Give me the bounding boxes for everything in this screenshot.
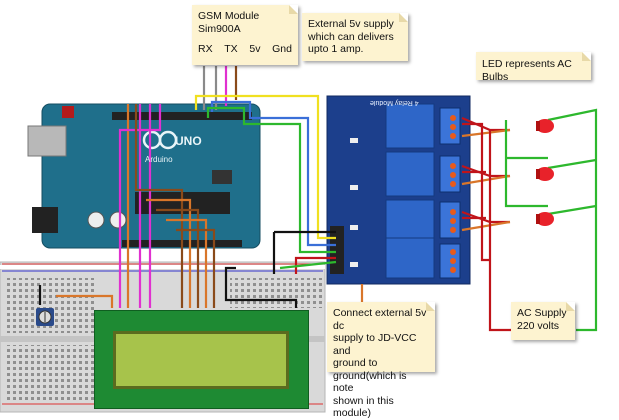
external-supply-note: External 5v supply which can delivers up… <box>302 13 408 61</box>
gsm-pin-5v: 5v <box>249 43 261 55</box>
gsm-title: GSM Module <box>198 10 260 22</box>
dc-note-line5: shown in this module) <box>333 394 394 420</box>
gsm-pin-row: RX TX 5v Gnd <box>198 43 292 56</box>
led-bulb-3 <box>536 212 554 226</box>
relay-module-label: 4 Relay Module <box>370 99 419 106</box>
led-note-text: LED represents AC Bulbs <box>482 58 572 83</box>
external-supply-line2: which can delivers <box>308 30 394 43</box>
dc-note-line3: ground to <box>333 357 378 369</box>
relay-module <box>326 95 471 285</box>
ac-supply-line1: AC Supply <box>517 307 567 319</box>
gsm-pin-tx: TX <box>224 43 238 55</box>
led-bulb-1 <box>536 119 554 133</box>
dc-supply-note: Connect external 5v dc supply to JD-VCC … <box>327 302 435 419</box>
arduino-uno-label: UNO <box>175 134 202 148</box>
lcd-display <box>94 310 309 409</box>
gsm-model: Sim900A <box>198 22 241 35</box>
gsm-module-note: GSM Module Sim900A RX TX 5v Gnd <box>192 5 298 65</box>
arduino-brand-label: Arduino <box>145 155 173 164</box>
dc-note-line4: ground(which is note <box>333 369 407 395</box>
arduino-board <box>27 103 261 249</box>
dc-note-line2: supply to JD-VCC and <box>333 332 417 357</box>
led-bulb-2 <box>536 167 554 181</box>
external-supply-line1: External 5v supply <box>308 18 394 30</box>
ac-supply-line2: 220 volts <box>517 319 560 332</box>
led-note: LED represents AC Bulbs <box>476 52 591 83</box>
external-supply-line3: upto 1 amp. <box>308 43 364 55</box>
ac-supply-note: AC Supply 220 volts <box>511 302 575 340</box>
wires <box>38 66 598 332</box>
gsm-pin-gnd: Gnd <box>272 43 292 55</box>
gsm-pin-rx: RX <box>198 43 213 55</box>
dc-note-line1: Connect external 5v dc <box>333 307 427 332</box>
lcd-screen <box>113 331 289 389</box>
potentiometer <box>36 308 54 326</box>
